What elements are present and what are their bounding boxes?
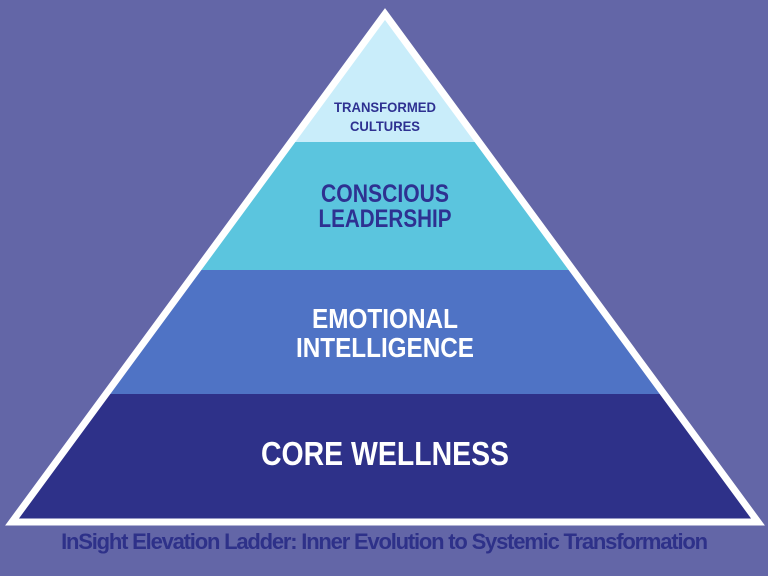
level-label-transformed-cultures-line1: TRANSFORMED (334, 99, 436, 115)
pyramid-outline (5, 8, 765, 526)
level-label-emotional-intelligence-line1: EMOTIONAL (312, 303, 458, 334)
level-label-emotional-intelligence-line2: INTELLIGENCE (296, 332, 474, 363)
level-emotional-intelligence (106, 270, 664, 394)
level-label-core-wellness: CORE WELLNESS (261, 435, 509, 472)
level-label-conscious-leadership-line2: LEADERSHIP (319, 205, 452, 233)
level-transformed-cultures (291, 14, 479, 142)
level-label-transformed-cultures-line2: CULTURES (350, 118, 420, 134)
diagram-caption: InSight Elevation Ladder: Inner Evolutio… (61, 529, 708, 554)
level-core-wellness (12, 394, 758, 522)
level-conscious-leadership (197, 142, 573, 270)
level-label-conscious-leadership-line1: CONSCIOUS (321, 180, 449, 208)
